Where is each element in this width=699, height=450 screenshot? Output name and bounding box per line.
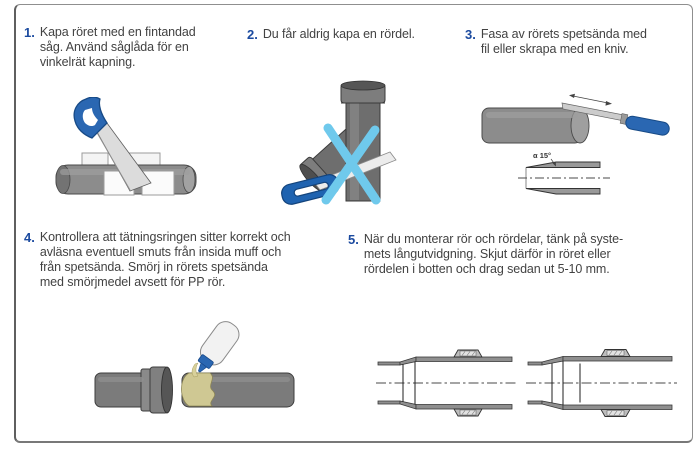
spigot-pipe [181, 372, 295, 408]
motion-arrow-icon [569, 93, 612, 106]
step-number: 4. [24, 230, 35, 245]
saw-handle-icon [73, 97, 108, 139]
step-text: Kapa röret med en fintandad såg. Använd … [39, 25, 196, 69]
chamfer-technical-drawing: α 15° [518, 151, 610, 195]
lubricant-coating [181, 372, 216, 407]
file-chamfering-illustration: α 15° [481, 93, 670, 195]
step-number: 1. [24, 25, 35, 40]
lubricant-bottle-icon [191, 321, 240, 378]
saw-cutting-pipe-illustration [55, 97, 197, 196]
prohibition-x-icon [321, 123, 381, 205]
lubricant-drip [191, 362, 199, 378]
step-text: Du får aldrig kapa en rördel. [262, 27, 415, 41]
step-text: Fasa av rörets spetsända med fil eller s… [480, 27, 647, 56]
step-5: 5. När du monterar rör och rördelar, tän… [348, 232, 688, 277]
pipe [481, 107, 590, 144]
sealing-ring-housing [600, 349, 631, 417]
joint-fully-inserted-drawing [376, 349, 517, 417]
step-number: 3. [465, 27, 476, 42]
lubricant-application-illustration [94, 321, 295, 414]
insertion-depth-lines [551, 361, 581, 405]
file-handle-icon [619, 113, 670, 136]
sealing-ring-housing [453, 349, 483, 417]
step-4: 4. Kontrollera att tätningsringen sitter… [24, 230, 349, 290]
step-number: 5. [348, 232, 359, 247]
socket-pipe [94, 366, 173, 414]
step-1: 1. Kapa röret med en fintandad såg. Anvä… [24, 25, 239, 70]
branch-fitting-crossed-out-illustration [281, 80, 397, 205]
step-2: 2. Du får aldrig kapa en rördel. [247, 27, 457, 42]
step-text: När du monterar rör och rördelar, tänk p… [363, 232, 624, 276]
chamfer-angle-label: α 15° [533, 151, 551, 160]
step-text: Kontrollera att tätningsringen sitter ko… [39, 230, 291, 289]
insertion-depth-lines [402, 361, 416, 405]
step-3: 3. Fasa av rörets spetsända med fil elle… [465, 27, 690, 57]
joint-pulled-back-drawing [526, 349, 677, 417]
step-number: 2. [247, 27, 258, 42]
